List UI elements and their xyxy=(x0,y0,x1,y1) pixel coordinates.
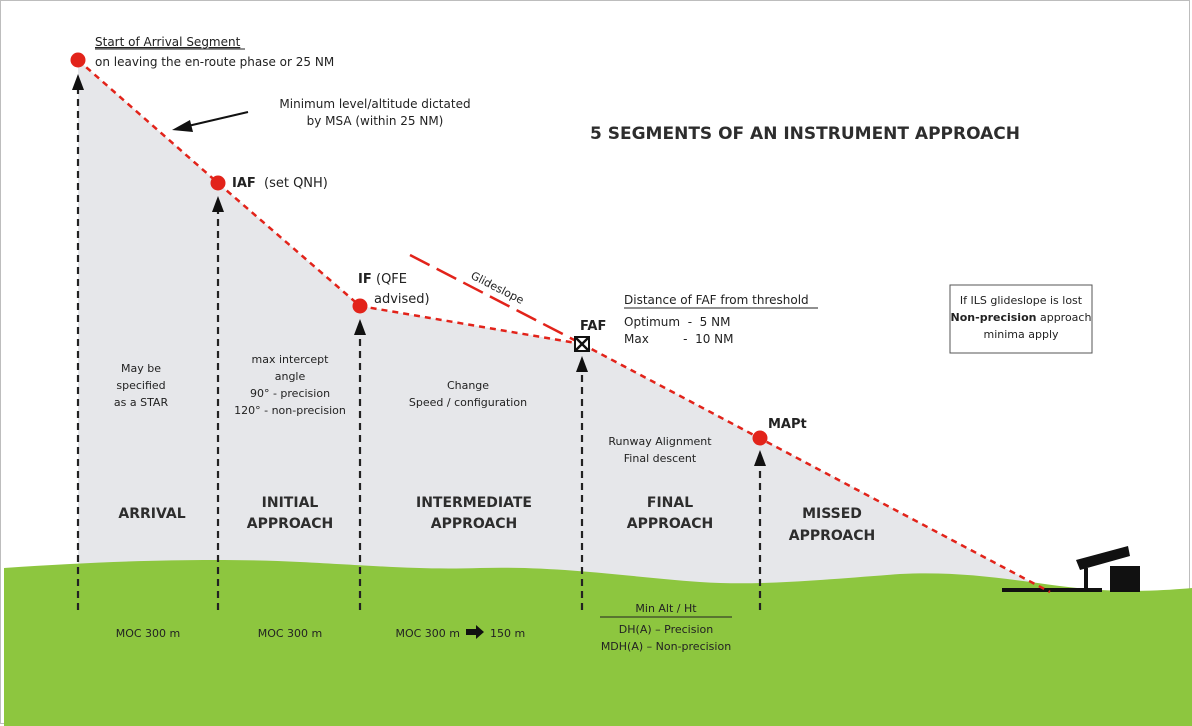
ground xyxy=(4,560,1192,726)
segment-initial-1: INITIAL xyxy=(262,495,319,511)
faf-cross-icon xyxy=(574,336,590,352)
start-fix-dot xyxy=(70,52,86,68)
arrival-desc-2: specified xyxy=(116,379,165,392)
airfield-icon xyxy=(1002,546,1140,592)
glideslope-line xyxy=(409,253,583,346)
if-note1: (QFE xyxy=(376,272,407,287)
arrow-right-icon xyxy=(466,625,484,639)
arrowhead-icon xyxy=(576,356,588,372)
moc-intermediate-a: MOC 300 m xyxy=(395,627,460,640)
msa-pointer-line xyxy=(187,111,249,127)
moc-initial: MOC 300 m xyxy=(258,627,323,640)
final-path xyxy=(581,342,1051,594)
faf-heading: Distance of FAF from threshold xyxy=(624,293,809,307)
initial-desc-3: 90° - precision xyxy=(250,387,330,400)
segment-final-1: FINAL xyxy=(647,495,693,511)
faf-optimum: Optimum - 5 NM xyxy=(624,315,730,329)
arrowhead-icon xyxy=(212,196,224,212)
arrowhead-icon xyxy=(354,319,366,335)
ils-line2: Non-precision approach xyxy=(951,311,1092,324)
approach-path xyxy=(77,59,583,346)
minalt-line2: MDH(A) – Non-precision xyxy=(601,640,731,653)
if-dot xyxy=(352,298,368,314)
arrival-desc-1: May be xyxy=(121,362,161,375)
start-sub: on leaving the en-route phase or 25 NM xyxy=(95,55,334,69)
page-title: 5 SEGMENTS OF AN INSTRUMENT APPROACH xyxy=(590,124,1020,144)
ils-line3: minima apply xyxy=(983,328,1059,341)
arrowhead-icon xyxy=(754,450,766,466)
initial-desc-2: angle xyxy=(275,370,306,383)
arrowhead-icon xyxy=(72,74,84,90)
initial-desc-1: max intercept xyxy=(252,353,330,366)
start-heading: Start of Arrival Segment xyxy=(95,35,241,49)
segment-final-2: APPROACH xyxy=(627,516,714,532)
ils-line2-bold: Non-precision xyxy=(951,311,1037,324)
ils-line1: If ILS glideslope is lost xyxy=(960,294,1083,307)
segment-arrival: ARRIVAL xyxy=(118,506,185,522)
faf-label: FAF xyxy=(580,319,606,334)
if-label: IF xyxy=(358,272,372,287)
final-desc-1: Runway Alignment xyxy=(608,435,712,448)
arrival-desc-3: as a STAR xyxy=(114,396,169,409)
ils-line2-rest: approach xyxy=(1036,311,1091,324)
minalt-heading: Min Alt / Ht xyxy=(635,602,697,615)
segment-missed-1: MISSED xyxy=(802,506,862,522)
mapt-dot xyxy=(752,430,768,446)
moc-intermediate-b: 150 m xyxy=(490,627,525,640)
faf-max: Max - 10 NM xyxy=(624,332,734,346)
initial-desc-4: 120° - non-precision xyxy=(234,404,346,417)
segment-initial-2: APPROACH xyxy=(247,516,334,532)
final-desc-2: Final descent xyxy=(624,452,697,465)
msa-pointer-icon xyxy=(172,120,193,132)
profile-shade xyxy=(78,60,1050,592)
segment-intermediate-2: APPROACH xyxy=(431,516,518,532)
msa-line1: Minimum level/altitude dictated xyxy=(279,97,470,111)
iaf-note: (set QNH) xyxy=(264,176,328,191)
moc-arrival: MOC 300 m xyxy=(116,627,181,640)
mapt-label: MAPt xyxy=(768,417,807,432)
minalt-line1: DH(A) – Precision xyxy=(619,623,713,636)
msa-line2: by MSA (within 25 NM) xyxy=(307,114,444,128)
segment-missed-2: APPROACH xyxy=(789,528,876,544)
iaf-label: IAF xyxy=(232,176,256,191)
if-note2: advised) xyxy=(374,292,430,307)
intermediate-desc-1: Change xyxy=(447,379,489,392)
iaf-dot xyxy=(210,175,226,191)
ils-note-box xyxy=(949,284,1093,354)
intermediate-desc-2: Speed / configuration xyxy=(409,396,527,409)
segment-intermediate-1: INTERMEDIATE xyxy=(416,495,532,511)
